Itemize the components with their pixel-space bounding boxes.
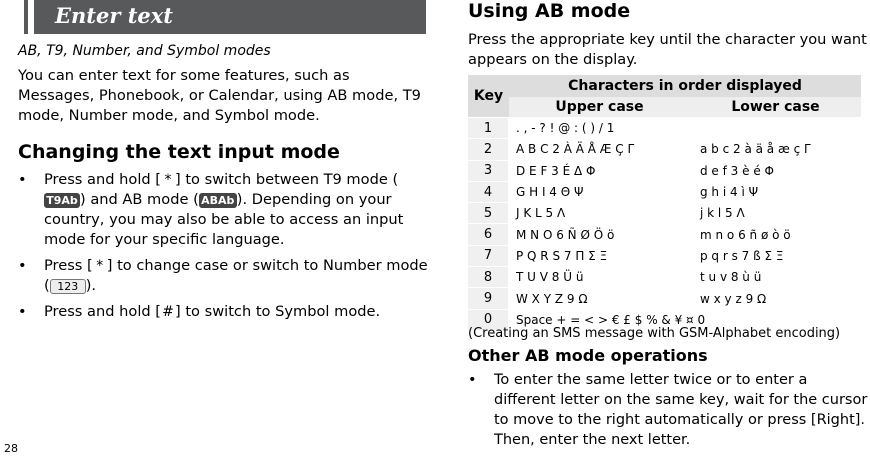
page-number: 28	[4, 442, 18, 455]
table-row: 2 A B C 2 À Ä Å Æ Ç Γ a b c 2 à ä å æ ç …	[468, 138, 861, 161]
character-table: Key Characters in order displayed Upper …	[468, 75, 861, 330]
list-item: • Press and hold [*] to switch between T…	[18, 171, 404, 248]
heading-using-ab-mode: Using AB mode	[468, 0, 631, 22]
table-row: 4 G H I 4 Θ Ψ g h i 4 ì Ψ	[468, 180, 861, 203]
banner-subtitle: AB, T9, Number, and Symbol modes	[18, 43, 271, 59]
number-mode-icon: 123	[49, 278, 86, 294]
star-key-icon: *	[96, 258, 104, 274]
table-row: 6 M N O 6 Ñ Ø Ö ö m n o 6 ñ ø ò ö	[468, 223, 861, 246]
heading-changing-mode: Changing the text input mode	[18, 141, 340, 163]
star-key-icon: *	[164, 172, 172, 188]
banner-stripe	[18, 0, 24, 34]
table-row: 0 Space + = < > € £ $ % & ¥ ¤ 0	[468, 308, 861, 330]
operations-bullet-list: • To enter the same letter twice or to e…	[468, 370, 868, 450]
table-header-key: Key	[468, 75, 509, 118]
t9-mode-icon: T9Ab	[44, 192, 80, 208]
list-item: • Press and hold [#] to switch to Symbol…	[18, 303, 381, 320]
table-header-characters: Characters in order displayed	[509, 75, 861, 97]
table-row: 8 T U V 8 Ü ü t u v 8 ù ü	[468, 266, 861, 288]
table-header-lower: Lower case	[690, 97, 861, 118]
table-row: 3 D E F 3 É Δ Φ d e f 3 è é Φ	[468, 159, 861, 182]
table-row: 7 P Q R S 7 Π Σ Ξ p q r s 7 ß Σ Ξ	[468, 244, 861, 267]
table-row: 9 W X Y Z 9 Ω w x y z 9 Ω	[468, 287, 861, 310]
intro-paragraph: You can enter text for some features, su…	[18, 67, 421, 124]
table-caption: (Creating an SMS message with GSM-Alphab…	[468, 326, 841, 341]
banner-title: Enter text	[55, 3, 173, 28]
ab-mode-icon: ABAb	[198, 192, 237, 208]
heading-other-operations: Other AB mode operations	[468, 346, 708, 365]
table-row: 1 . , - ? ! @ : ( ) / 1	[468, 116, 861, 139]
list-item: • To enter the same letter twice or to e…	[468, 372, 868, 448]
mode-bullet-list: • Press and hold [*] to switch between T…	[18, 170, 430, 322]
hash-key-icon: #	[162, 304, 174, 320]
ab-mode-paragraph: Press the appropriate key until the char…	[468, 31, 867, 68]
section-banner: Enter text	[18, 0, 426, 34]
table-header-upper: Upper case	[509, 97, 690, 118]
table-row: 5 J K L 5 Λ j k l 5 Λ	[468, 202, 861, 224]
banner-stripe	[28, 0, 34, 34]
list-item: • Press [*] to change case or switch to …	[18, 257, 428, 294]
